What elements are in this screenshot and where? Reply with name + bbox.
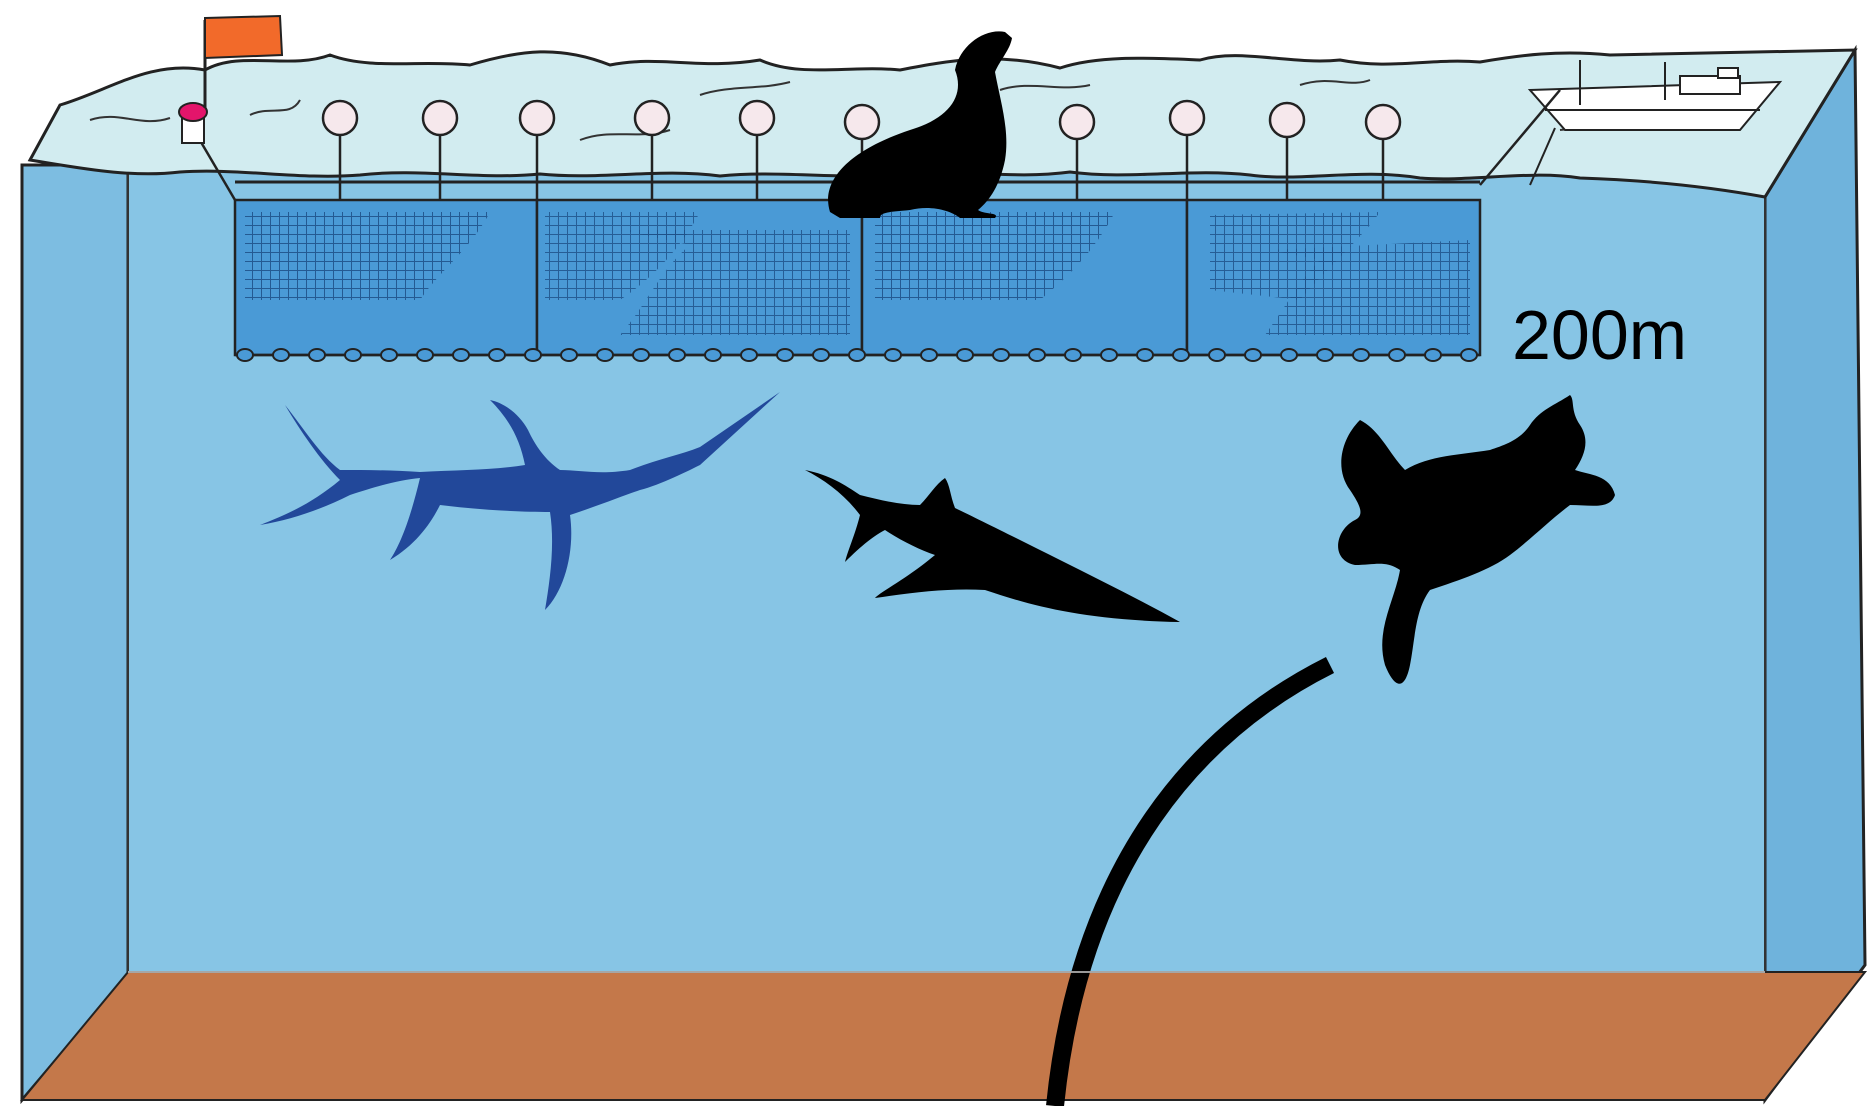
sinker bbox=[416, 348, 434, 362]
sinker bbox=[596, 348, 614, 362]
depth-label: 200m bbox=[1512, 296, 1688, 374]
fishing-vessel-icon bbox=[1527, 60, 1783, 186]
sinker bbox=[1352, 348, 1370, 362]
swordfish-icon bbox=[260, 392, 780, 610]
sinker bbox=[560, 348, 578, 362]
sinker bbox=[1172, 348, 1190, 362]
sinker bbox=[812, 348, 830, 362]
sinker bbox=[1460, 348, 1478, 362]
sinker bbox=[380, 348, 398, 362]
shark-icon bbox=[805, 470, 1180, 622]
sinker bbox=[884, 348, 902, 362]
sinker bbox=[1064, 348, 1082, 362]
sinker bbox=[1316, 348, 1334, 362]
marker-buoy-flag-icon bbox=[178, 14, 284, 201]
sinker bbox=[1028, 348, 1046, 362]
sinker bbox=[668, 348, 686, 362]
sinker bbox=[1136, 348, 1154, 362]
sinker bbox=[1388, 348, 1406, 362]
sinker bbox=[272, 348, 290, 362]
sinker bbox=[1244, 348, 1262, 362]
seafloor bbox=[19, 971, 1868, 1101]
sinker bbox=[992, 348, 1010, 362]
water-left-face bbox=[20, 163, 130, 1105]
sinker bbox=[344, 348, 362, 362]
fishing-line bbox=[1046, 656, 1335, 1106]
sinker bbox=[920, 348, 938, 362]
sea-turtle-icon bbox=[1338, 395, 1615, 684]
sinker bbox=[776, 348, 794, 362]
sinker bbox=[308, 348, 326, 362]
sinker bbox=[488, 348, 506, 362]
surface-floats bbox=[321, 99, 1402, 355]
sinker bbox=[1100, 348, 1118, 362]
sinker bbox=[956, 348, 974, 362]
driftnet bbox=[233, 198, 1482, 357]
sinker bbox=[740, 348, 758, 362]
sinker bbox=[1424, 348, 1442, 362]
sinker bbox=[524, 348, 542, 362]
sinker bbox=[704, 348, 722, 362]
sea-lion-icon bbox=[828, 31, 1012, 219]
sinker bbox=[848, 348, 866, 362]
sinker bbox=[632, 348, 650, 362]
sinker bbox=[452, 348, 470, 362]
sinker bbox=[1280, 348, 1298, 362]
sinker bbox=[1208, 348, 1226, 362]
footrope-sinkers bbox=[236, 348, 1478, 362]
water-side-face bbox=[1763, 44, 1867, 1105]
sinker bbox=[236, 348, 254, 362]
